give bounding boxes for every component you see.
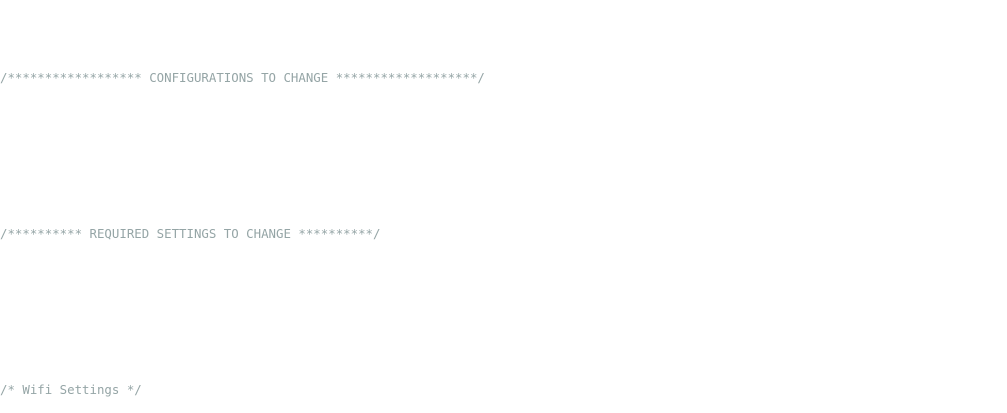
- code-line-comment-wifi-settings: /* Wifi Settings */: [0, 382, 1007, 398]
- block-comment: /****************** CONFIGURATIONS TO CH…: [0, 69, 485, 85]
- code-line-blank: [0, 304, 1007, 320]
- code-line-blank: [0, 148, 1007, 164]
- block-comment: /* Wifi Settings */: [0, 381, 142, 397]
- code-line-banner-configurations: /****************** CONFIGURATIONS TO CH…: [0, 70, 1007, 86]
- block-comment: /********** REQUIRED SETTINGS TO CHANGE …: [0, 225, 381, 241]
- code-surface[interactable]: /****************** CONFIGURATIONS TO CH…: [0, 7, 1007, 413]
- code-line-banner-required-settings: /********** REQUIRED SETTINGS TO CHANGE …: [0, 226, 1007, 242]
